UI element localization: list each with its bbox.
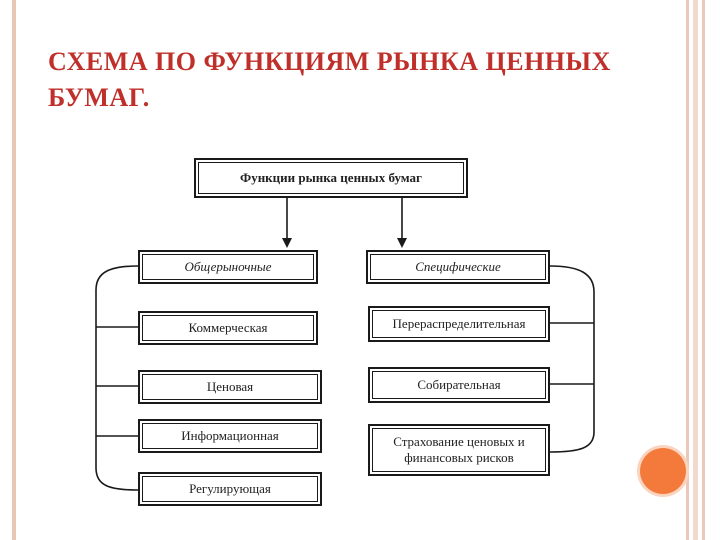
right-group-header-box: Специфические — [366, 250, 550, 284]
left-decorative-rule — [12, 0, 16, 540]
right-item-box: Собирательная — [368, 367, 550, 403]
left-bracket — [95, 265, 139, 491]
right-item-box: Страхование ценовых и финансовых рисков — [368, 424, 550, 476]
left-item-box: Регулирующая — [138, 472, 322, 506]
left-group-header-box: Общерыночные — [138, 250, 318, 284]
left-item-box: Информационная — [138, 419, 322, 453]
arrow-head — [397, 238, 407, 248]
right-item-box: Перераспределительная — [368, 306, 550, 342]
right-decorative-rule — [686, 0, 689, 540]
right-decorative-rule — [693, 0, 698, 540]
left-item-box: Коммерческая — [138, 311, 318, 345]
right-bracket — [549, 265, 595, 453]
right-decorative-rule — [702, 0, 705, 540]
left-item-box: Ценовая — [138, 370, 322, 404]
root-box: Функции рынка ценных бумаг — [194, 158, 468, 198]
slide-title: Схема по функциям рынка ценных бумаг. — [48, 47, 611, 112]
orange-circle-decoration — [640, 448, 686, 494]
arrow-head — [282, 238, 292, 248]
